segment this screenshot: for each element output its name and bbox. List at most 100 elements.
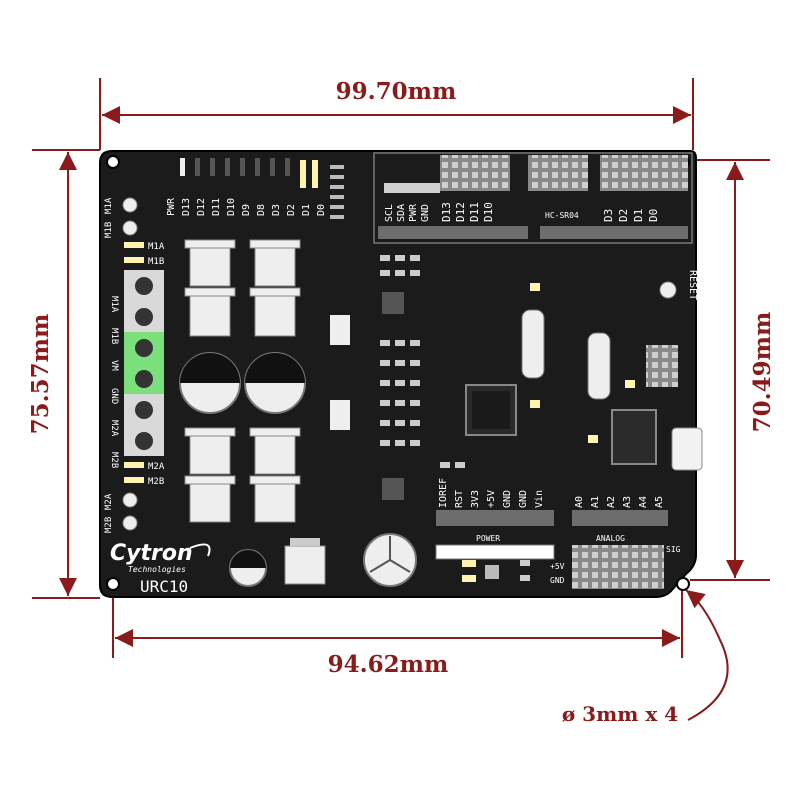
term-label-m1b: M1B [109,328,119,344]
power-header: POWER IOREF RST 3V3 +5V GND GND Vin [435,478,555,560]
power-pin-vin: Vin [534,490,545,508]
hdr-label-d3: D3 [602,209,615,222]
header-digital-labels: D13 D12 D11 D10 D3 D2 D1 D0 [440,202,660,222]
mount-hole-bottom-right [676,577,690,591]
top-label-d2: D2 [286,204,297,216]
top-label-d10: D10 [226,198,237,216]
mosfet-array [184,239,301,523]
hcsr04-pins [528,155,588,191]
motor-terminal-block: M1A M1B VM GND M2A M2B [109,270,164,468]
sig-label: SIG [666,545,681,554]
top-label-d0: D0 [316,204,327,216]
mount-hole-top-left [106,155,120,169]
voltage-regulator [284,545,326,585]
hdr-label-d13: D13 [440,202,453,222]
term-label-m2a: M2A [109,420,119,437]
i2c-label-sda: SDA [396,204,407,222]
microcontroller-main [465,384,517,436]
top-label-d3: D3 [271,204,282,216]
brand-name: Cytron [110,541,193,566]
regulator-tab [290,538,320,546]
microcontroller-usb [611,409,657,465]
top-label-d9: D9 [241,204,252,216]
gnd-label: GND [550,576,565,585]
hole-note-label: ø 3mm x 4 [562,702,678,726]
hole-leader [685,589,729,721]
right-height-label: 70.49mm [749,312,776,433]
led-label-m2b: M2B [148,477,164,487]
hcsr04-label: HC-SR04 [545,211,579,220]
hdr-label-d10: D10 [482,202,495,222]
top-digital-labels: PWR D13 D12 D11 D10 D9 D8 D3 D2 D1 D0 [166,197,327,216]
crystal-1 [521,309,545,379]
hdr-label-d0: D0 [647,209,660,222]
passive-components [330,255,635,582]
hdr-label-d2: D2 [617,209,630,222]
btn-label-m1a: M1A [104,197,114,214]
brand-logo: Cytron Technologies URC10 [110,541,211,596]
btn-label-m1b: M1B [104,222,114,238]
analog-header: ANALOG SIG +5V GND A0 A1 A2 A3 A4 A5 [550,496,681,589]
capacitors [179,352,417,587]
top-label-d1: D1 [301,204,312,216]
i2c-label-scl: SCL [384,204,395,222]
top-width-label: 99.70mm [336,78,457,105]
board-model: URC10 [140,577,188,596]
hdr-label-d1: D1 [632,209,645,222]
usb-connector [671,427,703,471]
bottom-width-label: 94.62mm [328,651,449,678]
header-strip-left [378,226,528,239]
power-pin-rst: RST [454,490,465,508]
plus5v-label: +5V [550,562,565,571]
analog-pin-a5: A5 [654,496,665,508]
led-label-m2a: M2A [148,462,165,472]
analog-pin-a4: A4 [638,496,649,508]
led-label-m1b: M1B [148,257,164,267]
top-label-d11: D11 [211,198,222,216]
power-pin-gnd2: GND [518,490,529,508]
motor-m1-leds: M1A M1B [124,242,165,267]
pcb-board: PWR D13 D12 D11 D10 D9 D8 D3 D2 D1 D0 HC… [99,150,703,598]
analog-pin-a0: A0 [574,496,585,508]
reset-button: RESET [659,270,698,300]
top-label-d12: D12 [196,198,207,216]
motor-m2-buttons: M2A M2B [104,492,138,533]
crystal-2 [587,332,611,400]
i2c-label-gnd: GND [420,204,431,222]
top-label-pwr: PWR [166,197,177,216]
motor-m2-leds: M2A M2B [124,462,165,487]
header-strip-right [540,226,688,239]
led-label-m1a: M1A [148,242,165,252]
btn-label-m2a: M2A [104,493,114,510]
dimension-lines [32,78,770,721]
analog-pin-a2: A2 [606,496,617,508]
servo-pins-right [600,155,688,191]
power-pin-ioref: IOREF [438,478,449,508]
power-label: POWER [476,534,500,543]
analog-pin-a3: A3 [622,496,633,508]
i2c-label-pwr: PWR [408,203,419,222]
analog-pin-a1: A1 [590,496,601,508]
reset-label: RESET [687,270,698,300]
hdr-label-d11: D11 [468,202,481,222]
analog-label: ANALOG [596,534,625,543]
term-label-gnd: GND [109,388,119,404]
icsp-header [646,345,678,387]
mount-hole-bottom-left [106,577,120,591]
motor-m1-buttons: M1A M1B [104,197,138,238]
power-pin-gnd1: GND [502,490,513,508]
top-label-d8: D8 [256,204,267,216]
left-height-label: 75.57mm [27,314,54,435]
servo-pins-left [440,155,510,191]
power-pin-3v3: 3V3 [470,490,481,508]
digital-header-block: HC-SR04 [373,152,693,244]
btn-label-m2b: M2B [104,517,114,533]
brand-sub: Technologies [128,565,186,574]
term-label-m1a: M1A [109,296,119,313]
i2c-labels: SCL SDA PWR GND [384,203,431,222]
term-label-vm: VM [109,360,119,371]
hdr-label-d12: D12 [454,202,467,222]
term-label-m2b: M2B [109,452,119,468]
